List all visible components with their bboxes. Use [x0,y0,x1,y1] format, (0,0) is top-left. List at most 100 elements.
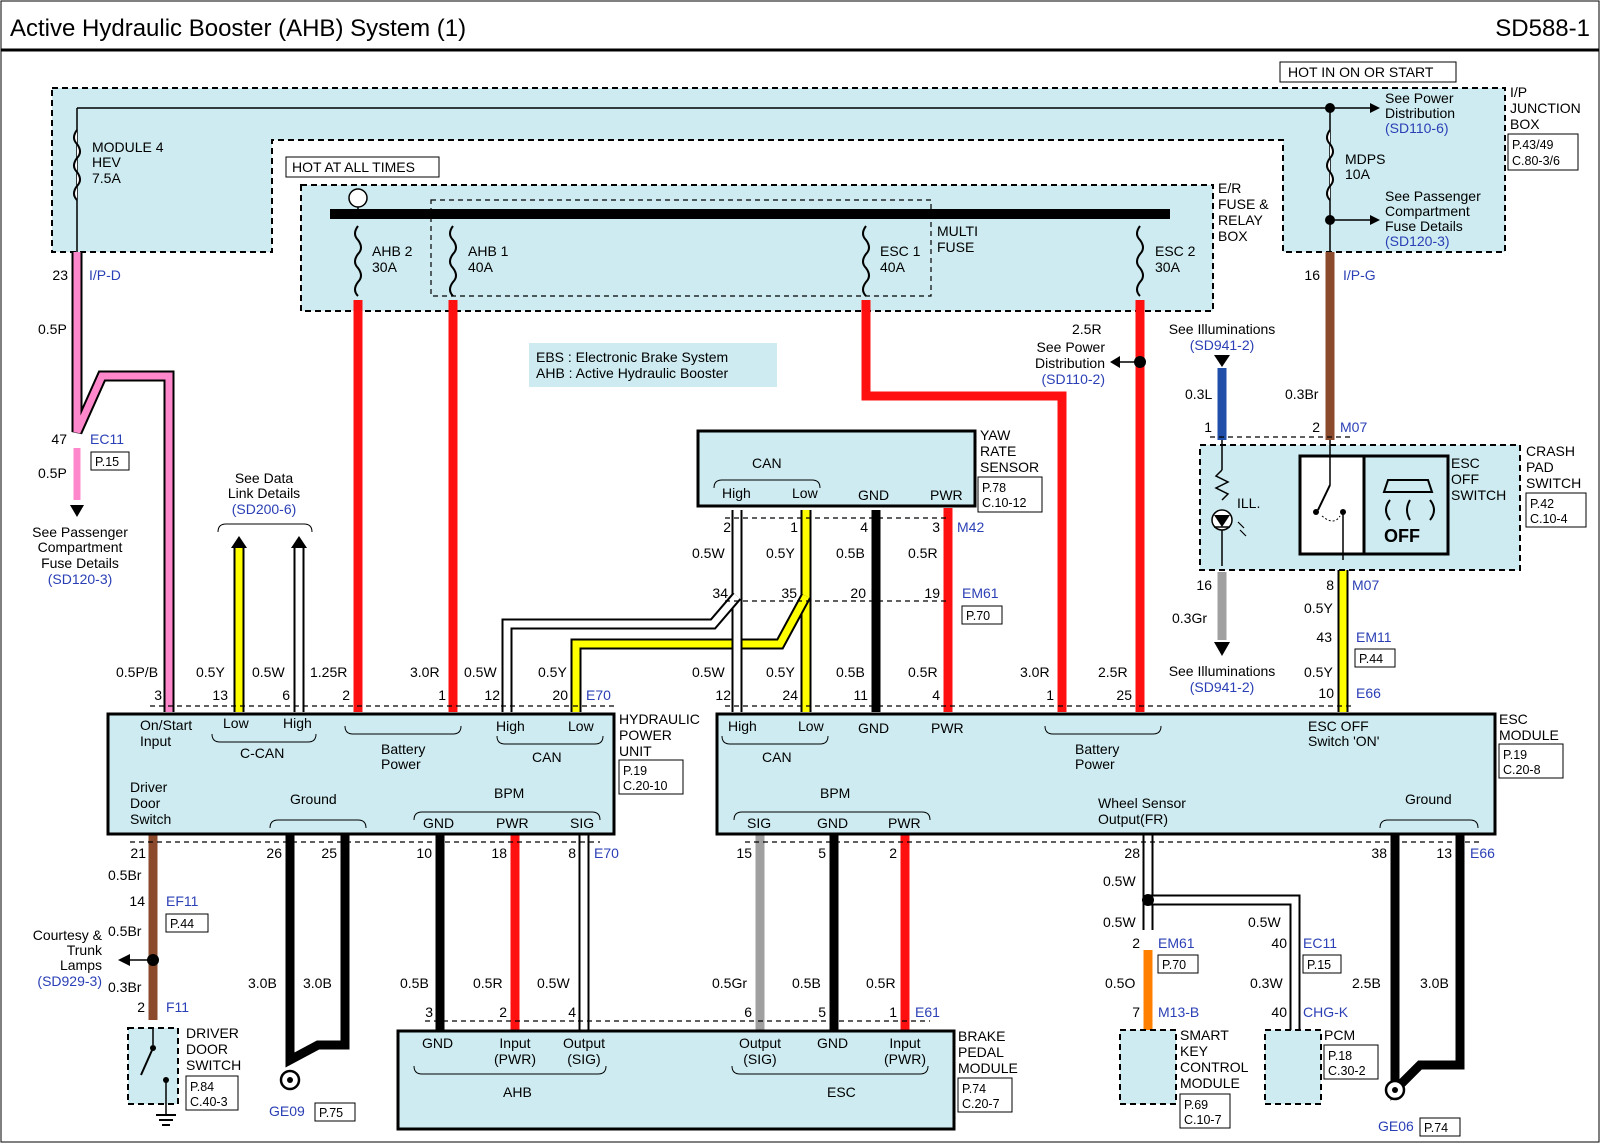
fuse-label: MODULE 4 [92,139,164,155]
fuse-esc1 [862,225,870,297]
pin-label: 10 [1318,685,1334,701]
wire-spec: 2.5R [1072,321,1102,337]
pin-label: 12 [484,687,500,703]
ref-text: C.20-7 [962,1097,1000,1111]
ip-junction-box [51,87,1506,253]
connector-m13b: M13-B [1158,1004,1199,1020]
diagram-code: SD588-1 [1495,15,1590,42]
pin-label: 8 [1326,577,1334,593]
hpu-driver-door: Driver [130,779,168,795]
ref-label: See Illuminations [1169,663,1276,679]
bpm-pin-label: (SIG) [743,1051,776,1067]
wire-spec: 1.25R [310,664,347,680]
ref-text: P.15 [95,455,119,469]
fuse-label: HEV [92,154,121,170]
ref-link: (SD200-6) [232,501,297,517]
connector-em61: EM61 [1158,935,1195,951]
off-label: OFF [1384,526,1420,546]
hpu-driver-door: Switch [130,811,171,827]
wire-spec: 0.5W [1103,914,1136,930]
pin-label: 2 [1312,419,1320,435]
hpu-pin-label: Low [568,718,595,734]
esc-pin-label: PWR [888,815,921,831]
ref-label: Compartment [1385,203,1470,219]
esc-pin-label: High [728,718,757,734]
ref-text: C.80-3/6 [1512,154,1560,168]
pin-label: 5 [818,845,826,861]
pin-label: 21 [130,845,146,861]
crash-pad-label: CRASH [1526,443,1575,459]
pin-label: 13 [212,687,228,703]
ill-label: ILL. [1237,495,1260,511]
pin-label: 40 [1271,935,1287,951]
yaw-can: CAN [752,455,782,471]
hpu-ground: Ground [290,791,337,807]
ref-text: P.78 [982,481,1006,495]
pin-label: 4 [860,519,868,535]
wire-spec: 0.5B [836,545,865,561]
hpu-battery: Power [381,756,421,772]
wire-spec: 0.5R [473,975,503,991]
connector-f11: F11 [166,999,189,1015]
pin-label: 4 [568,1004,576,1020]
esc-name: MODULE [1499,727,1559,743]
multi-fuse-label: MULTI [937,223,978,239]
ground-ge09: GE09 [269,1103,305,1119]
pin-label: 35 [781,585,797,601]
wire-ground-hpu [285,835,350,1068]
pcm-label: PCM [1324,1027,1355,1043]
ref-label: Lamps [60,957,102,973]
wire-spec: 3.0B [1420,975,1449,991]
er-box-label: RELAY [1218,212,1264,228]
wire-pink [73,252,173,712]
pin-label: 6 [744,1004,752,1020]
wire-spec: 0.5Br [108,923,142,939]
pin-label: 16 [1304,267,1320,283]
esc-can: CAN [762,749,792,765]
yaw-gnd: GND [858,487,889,503]
hpu-pin-label: High [283,715,312,731]
pin-label: 2 [723,519,731,535]
pcm-module [1264,1029,1322,1105]
hot-on-start-label: HOT IN ON OR START [1288,64,1434,80]
ref-text: P.74 [962,1082,986,1096]
hpu-can: CAN [532,749,562,765]
hpu-pin-label: GND [423,815,454,831]
esc-pin-label: GND [817,815,848,831]
pin-label: 13 [1436,845,1452,861]
pin-label: 6 [282,687,290,703]
ip-junction-ref [1507,133,1579,171]
esc-pin-label: PWR [931,720,964,736]
multi-fuse-label: FUSE [937,239,974,255]
connector-m42: M42 [957,519,984,535]
er-box-label: E/R [1218,180,1241,196]
esc-ref [1498,743,1564,779]
wire-spec: 0.5W [464,664,497,680]
bpm-pin-label: (PWR) [494,1051,536,1067]
pin-label: 20 [552,687,568,703]
bpm-pin-label: GND [422,1035,453,1051]
wire-spec: 0.5W [692,545,725,561]
page-title: Active Hydraulic Booster (AHB) System (1… [10,15,466,42]
connector-e66: E66 [1470,845,1495,861]
ref-text: P.15 [1307,958,1331,972]
smartkey-label: MODULE [1180,1075,1240,1091]
wire-spec: 0.5P/B [116,664,158,680]
hpu-pin-label: Input [140,733,171,749]
ref-text: P.70 [1162,958,1186,972]
bpm-pin-label: (PWR) [884,1051,926,1067]
fuse-label: 40A [468,259,494,275]
wire-spec: 0.5Y [1304,600,1333,616]
yaw-rate-sensor [696,429,977,508]
pin-label: 15 [736,845,752,861]
wire-spec: 0.5Y [766,664,795,680]
hpu-name: UNIT [619,743,652,759]
ref-text: P.69 [1184,1098,1208,1112]
ground-ge06: GE06 [1378,1118,1414,1134]
bpm-pin-label: Input [499,1035,530,1051]
wire-spec: 0.3L [1185,386,1212,402]
fuse-label: MDPS [1345,151,1385,167]
wire-ground-esc [1390,835,1465,1101]
